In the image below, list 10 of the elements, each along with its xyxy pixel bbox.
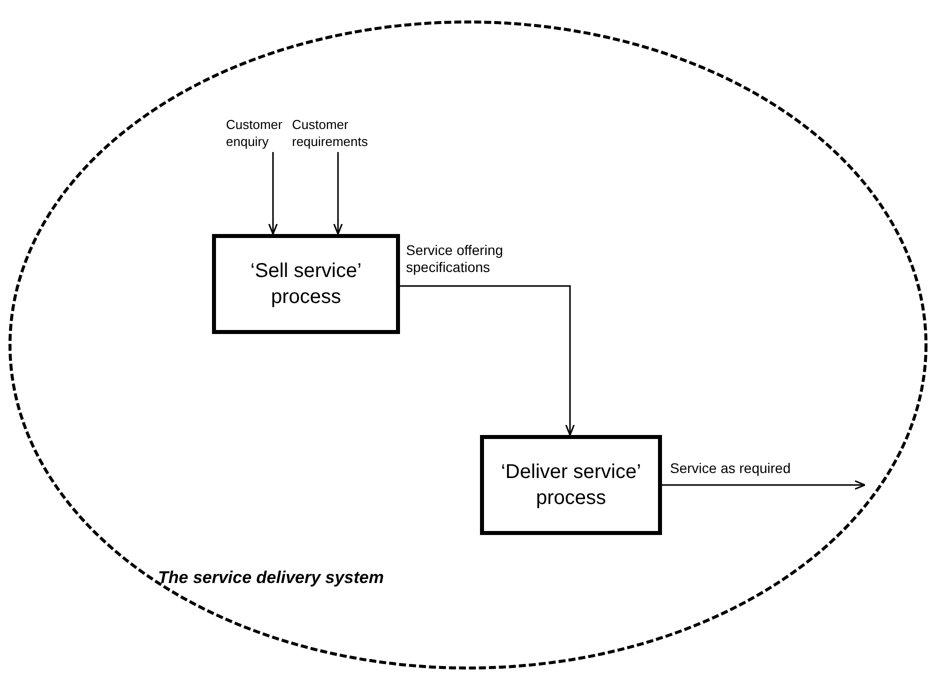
input-label: Customer requirements [292,116,382,152]
arrow [333,152,343,235]
system-boundary-ellipse [8,20,928,670]
system-title: The service delivery system [158,568,384,588]
input-label: Customer enquiry [226,116,288,152]
process-box: ‘Deliver service’ process [480,435,662,535]
arrow [662,480,866,490]
process-box: ‘Sell service’ process [212,234,400,334]
arrow [268,152,278,235]
arrow [400,285,575,436]
